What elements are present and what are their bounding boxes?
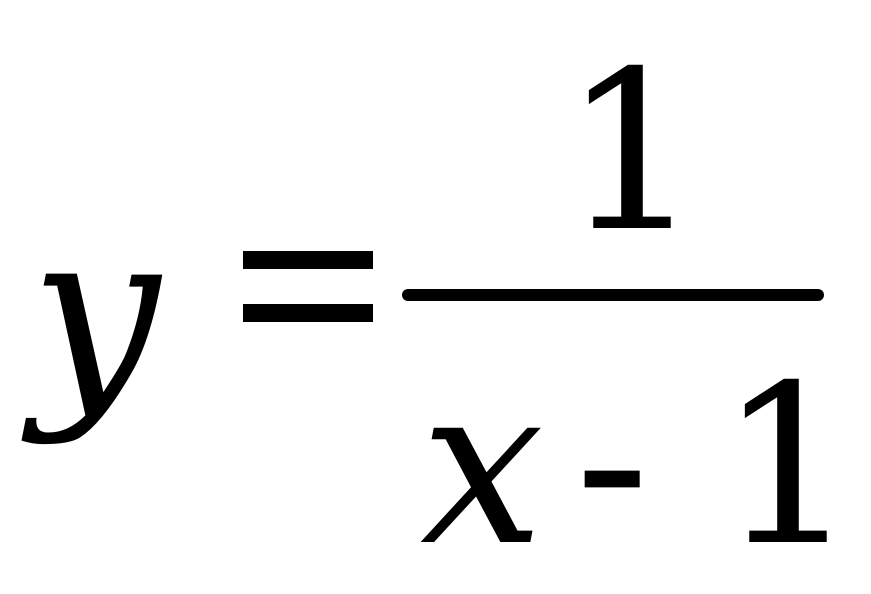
denominator-operator: - [575, 334, 650, 590]
fraction-bar [402, 289, 824, 301]
denominator-variable: x [420, 338, 545, 594]
equals-bar-top [243, 251, 373, 269]
equation: y 1 x - 1 [30, 24, 858, 594]
lhs-variable: y [30, 181, 160, 448]
denominator-constant: 1 [718, 338, 858, 594]
numerator: 1 [562, 24, 702, 280]
equals-bar-bottom [243, 304, 373, 322]
